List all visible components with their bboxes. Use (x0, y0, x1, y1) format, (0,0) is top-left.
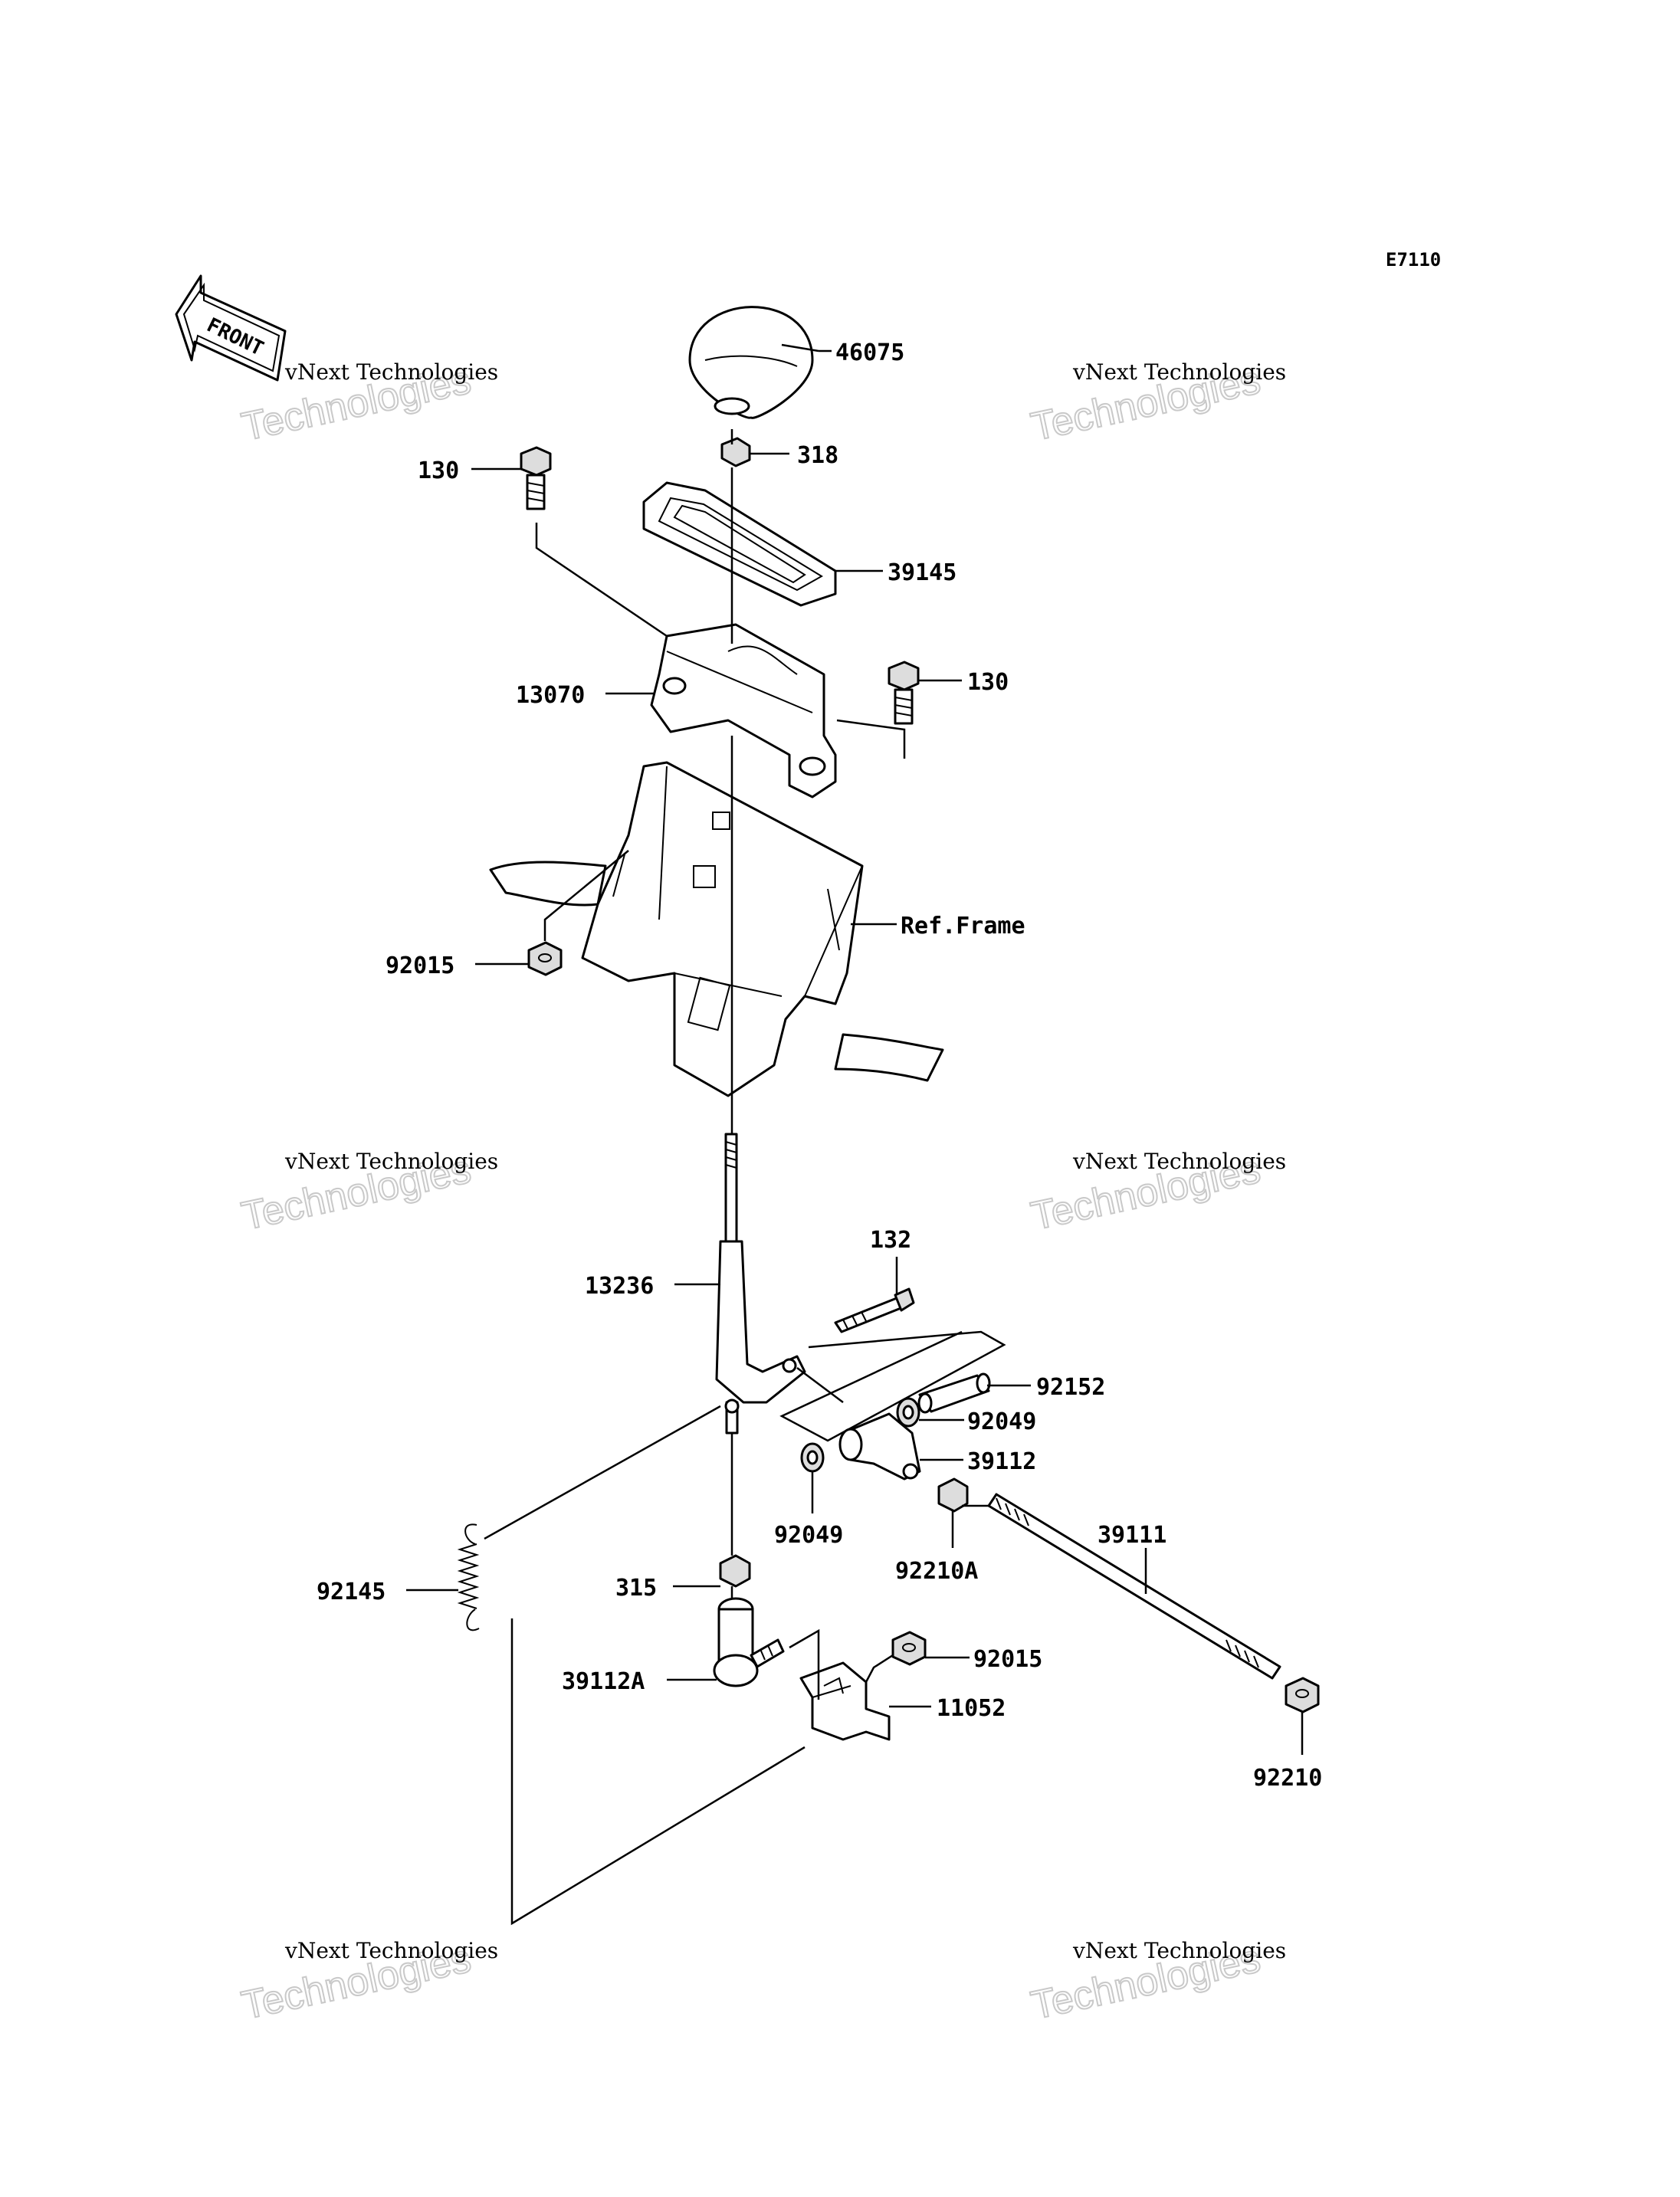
ball-joint-39112a-part (713, 1597, 785, 1687)
nut-92015-left-part (527, 941, 563, 976)
watermark-top-right: Technologies vNext Technologies (1026, 357, 1286, 451)
bolt-130-left-part (520, 446, 552, 510)
label-92210: 92210 (1253, 1765, 1322, 1792)
label-39112a: 39112A (562, 1668, 645, 1695)
nut-318-part (720, 437, 751, 467)
label-13236: 13236 (585, 1273, 654, 1300)
label-11052: 11052 (937, 1695, 1006, 1722)
label-39145: 39145 (888, 559, 956, 586)
shift-knob-part (688, 306, 814, 419)
label-92210a: 92210A (895, 1558, 978, 1585)
watermark-text: vNext Technologies (284, 1149, 498, 1174)
watermark-text: vNext Technologies (284, 359, 498, 385)
label-315: 315 (615, 1575, 657, 1602)
shift-lever-part (715, 1133, 806, 1435)
label-ref-frame: Ref.Frame (901, 913, 1025, 939)
nut-315-part (719, 1554, 751, 1588)
shift-guide-part (650, 623, 837, 798)
watermark-text: vNext Technologies (1072, 359, 1286, 385)
leader-lines (406, 343, 1304, 1926)
label-92049-lower: 92049 (774, 1522, 843, 1549)
nut-92210-part (1285, 1677, 1320, 1713)
label-46075: 46075 (835, 339, 904, 366)
nut-92015-lower-part (891, 1631, 927, 1666)
label-92145: 92145 (317, 1579, 386, 1605)
watermark-mid-left: Technologies vNext Technologies (237, 1146, 498, 1240)
bracket-11052-part (799, 1661, 891, 1741)
label-92152: 92152 (1036, 1374, 1105, 1401)
label-92049-upper: 92049 (967, 1408, 1036, 1435)
shift-plate-part (642, 481, 837, 607)
label-92015-lower: 92015 (973, 1646, 1042, 1673)
washer-92049-lower-part (800, 1442, 825, 1473)
bolt-132-part (834, 1287, 915, 1333)
spring-92145-part (457, 1523, 480, 1631)
label-130-left: 130 (418, 457, 459, 484)
label-130-right: 130 (967, 669, 1009, 696)
watermark-text: vNext Technologies (284, 1938, 498, 1963)
watermark-text: vNext Technologies (1072, 1149, 1286, 1174)
label-92015-left: 92015 (386, 953, 454, 979)
bolt-130-right-part (888, 661, 920, 725)
watermark-bottom-left: Technologies vNext Technologies (237, 1936, 498, 2029)
collar-92152-part (917, 1372, 991, 1414)
watermark-text: vNext Technologies (1072, 1938, 1286, 1963)
label-39112: 39112 (967, 1448, 1036, 1475)
diagram-code: E7110 (1386, 249, 1441, 271)
front-arrow-icon: FRONT (175, 274, 287, 382)
label-318: 318 (797, 442, 838, 469)
label-13070: 13070 (516, 682, 585, 709)
watermark-bottom-right: Technologies vNext Technologies (1026, 1936, 1286, 2029)
lever-39112-part (838, 1412, 921, 1481)
label-39111: 39111 (1098, 1522, 1166, 1549)
rod-39111-part (987, 1493, 1281, 1680)
watermark-mid-right: Technologies vNext Technologies (1026, 1146, 1286, 1240)
nut-92210a-part (937, 1477, 969, 1513)
frame-bracket-part (489, 761, 944, 1097)
washer-92049-upper-part (896, 1397, 920, 1428)
part-labels: 46075 318 39145 130 130 13070 Ref.Frame … (317, 339, 1322, 1792)
label-132: 132 (870, 1227, 911, 1254)
